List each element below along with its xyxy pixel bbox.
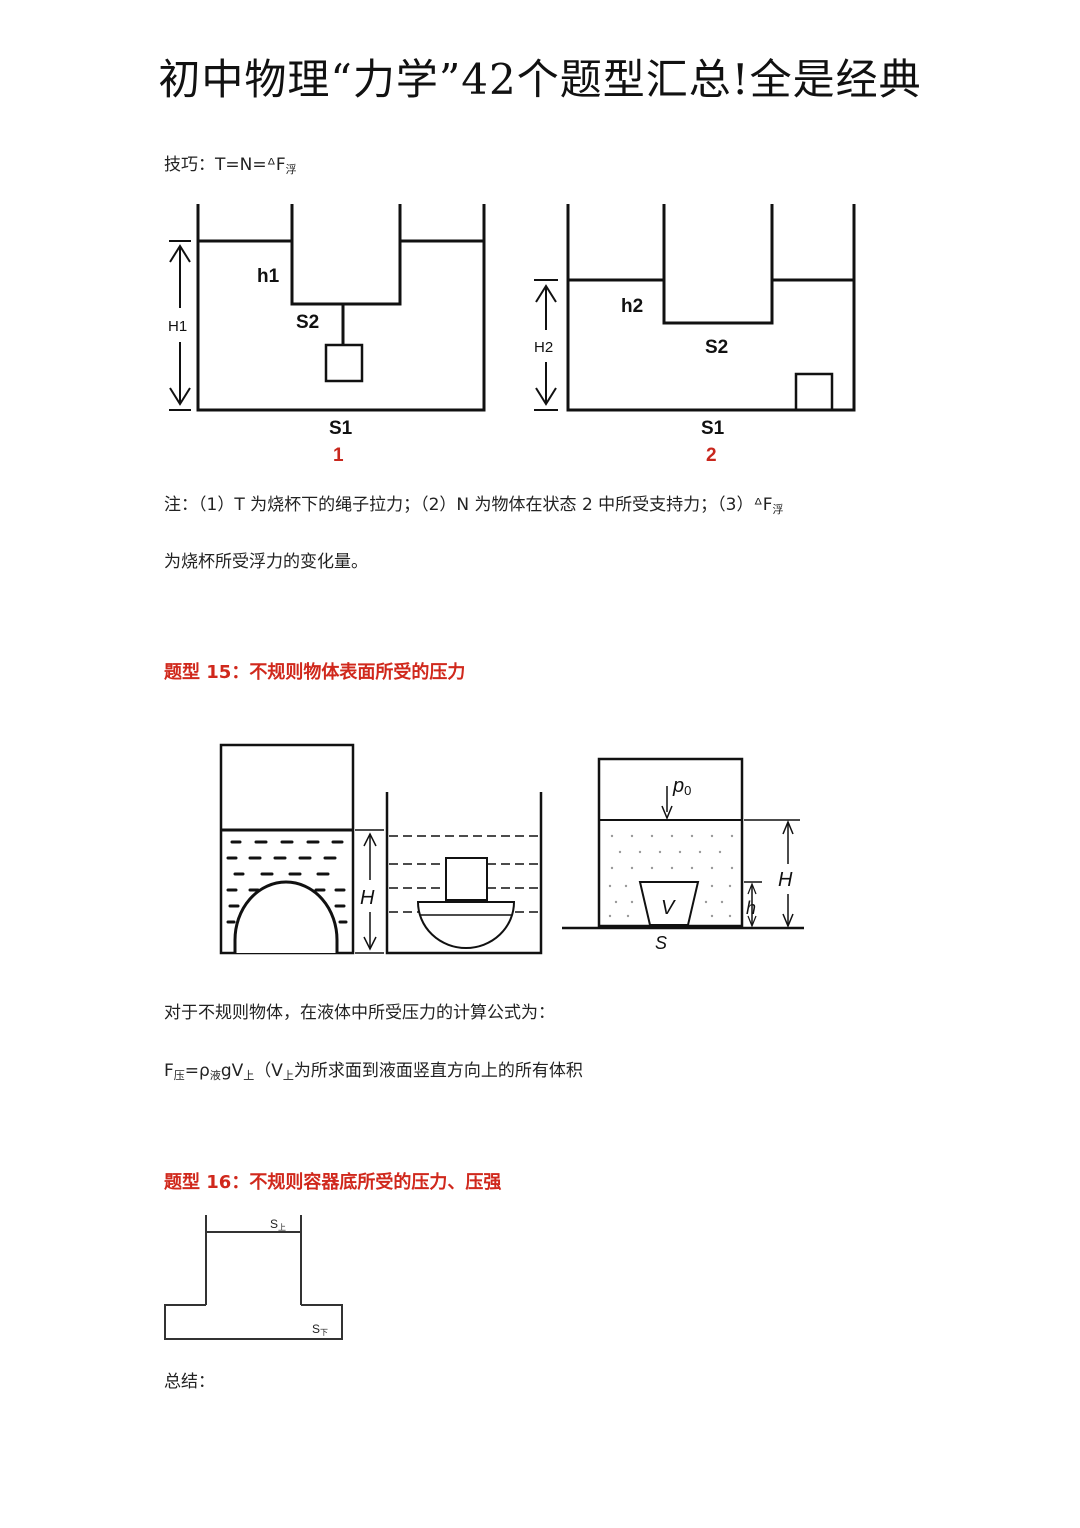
tip-prefix: 技巧：T=N=: [164, 155, 267, 175]
label-H-panel-a: H: [360, 887, 375, 909]
label-V: V: [661, 897, 676, 919]
formula-rho: =ρ: [184, 1061, 210, 1081]
label-s2-left: S2: [296, 312, 319, 333]
formula-paren: （V: [254, 1061, 283, 1081]
label-s-top-sub: 上: [278, 1223, 286, 1232]
section-15-heading: 题型 15：不规则物体表面所受的压力: [164, 662, 466, 683]
formula-f-sub: 压: [173, 1069, 185, 1082]
section-16-heading: 题型 16：不规则容器底所受的压力、压强: [164, 1172, 502, 1193]
label-s1-left: S1: [329, 418, 353, 439]
note-line-2: 为烧杯所受浮力的变化量。: [164, 552, 368, 572]
figure-number-1: 1: [333, 445, 344, 466]
formula-gv: gV: [220, 1061, 244, 1081]
label-s-bottom-sub: 下: [320, 1328, 328, 1337]
label-h2: h2: [621, 296, 643, 317]
figure-number-2: 2: [706, 445, 717, 466]
label-s-bottom-main: S: [312, 1322, 320, 1336]
beaker-diagram: h1 H1 S2 S1 1 h2 H2 S2 S1 2: [168, 204, 856, 466]
label-h1: h1: [257, 266, 280, 287]
label-h-panel-c: h: [746, 898, 756, 918]
label-H2: H2: [534, 339, 553, 356]
label-H1: H1: [168, 318, 187, 335]
section-15-description: 对于不规则物体，在液体中所受压力的计算公式为：: [164, 1003, 555, 1023]
tip-delta: ᐞF: [266, 155, 286, 175]
tip-line: 技巧：T=N=ᐞF浮: [164, 150, 297, 177]
irregular-container-diagram: S上 S下: [164, 1215, 343, 1340]
irregular-object-diagram: H p0 V h H: [219, 743, 804, 955]
label-H-panel-c: H: [778, 869, 793, 891]
label-S: S: [655, 933, 667, 953]
label-s1-right: S1: [701, 418, 725, 439]
note-delta: ᐞF: [753, 495, 773, 515]
label-s2-right: S2: [705, 337, 728, 358]
note-line-1: 注：（1）T 为烧杯下的绳子拉力；（2）N 为物体在状态 2 中所受支持力；（3…: [164, 490, 784, 517]
note-text: 注：（1）T 为烧杯下的绳子拉力；（2）N 为物体在状态 2 中所受支持力；（3…: [164, 495, 754, 515]
label-p0-main: p: [672, 775, 684, 797]
page-title: 初中物理“力学”42个题型汇总!全是经典: [158, 55, 922, 104]
summary-label: 总结：: [164, 1372, 215, 1392]
label-p0: p0: [672, 775, 691, 798]
tip-sub: 浮: [285, 163, 297, 176]
formula-f: F: [164, 1061, 174, 1081]
section-15-formula: F压=ρ液gV上（V上为所求面到液面竖直方向上的所有体积: [164, 1056, 583, 1083]
label-s-top-main: S: [270, 1217, 278, 1231]
note-sub: 浮: [772, 503, 784, 516]
formula-rho-sub: 液: [209, 1069, 221, 1082]
label-s-top: S上: [270, 1217, 286, 1232]
formula-rest: 为所求面到液面竖直方向上的所有体积: [293, 1061, 583, 1081]
label-p0-sub: 0: [684, 783, 691, 798]
label-s-bottom: S下: [312, 1322, 328, 1337]
formula-gv-sub: 上: [243, 1069, 255, 1082]
formula-paren-sub: 上: [282, 1069, 294, 1082]
